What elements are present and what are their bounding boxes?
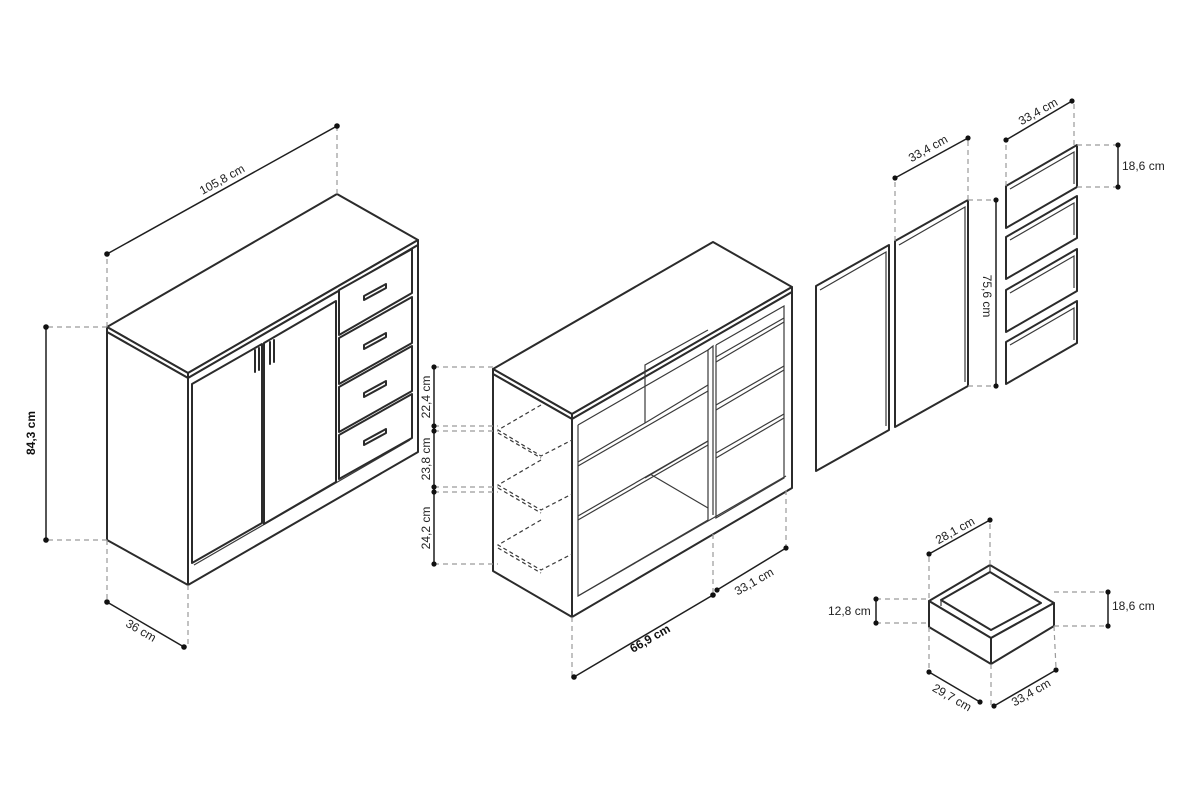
drawer-front-width-2-label: 33,4 cm	[1009, 676, 1053, 709]
cabinet-height-label: 84,3 cm	[24, 411, 38, 455]
door-panels	[815, 199, 969, 472]
open-carcass	[492, 241, 793, 618]
shelf-gap-top-label: 22,4 cm	[419, 376, 433, 419]
drawer-box-height-label: 12,8 cm	[828, 604, 871, 618]
section-width-label: 33,1 cm	[732, 565, 776, 598]
cabinet-height-dimension: 84,3 cm	[24, 324, 107, 543]
door-height-label: 75,6 cm	[980, 275, 994, 318]
shelf-gap-middle-dimension: 23,8 cm	[419, 428, 498, 490]
drawer-front-height-dimension: 18,6 cm	[1077, 142, 1165, 190]
shelf-gap-bottom-label: 24,2 cm	[419, 507, 433, 550]
cabinet-depth-label: 36 cm	[123, 616, 158, 644]
carcass-width-label: 66,9 cm	[627, 621, 672, 655]
shelf-gap-bottom-dimension: 24,2 cm	[419, 489, 498, 567]
drawer-box-height-dimension: 12,8 cm	[828, 596, 929, 626]
drawer-front-height-2-dimension: 18,6 cm	[1054, 589, 1155, 629]
door-height-dimension: 75,6 cm	[968, 197, 999, 389]
assembled-cabinet	[106, 193, 419, 586]
drawer-front-height-2-label: 18,6 cm	[1112, 599, 1155, 613]
drawer-fronts	[1005, 144, 1078, 385]
shelf-gap-top-dimension: 22,4 cm	[419, 364, 498, 429]
drawer-box	[928, 564, 1055, 665]
drawer-front-height-label: 18,6 cm	[1122, 159, 1165, 173]
shelf-gap-middle-label: 23,8 cm	[419, 438, 433, 481]
